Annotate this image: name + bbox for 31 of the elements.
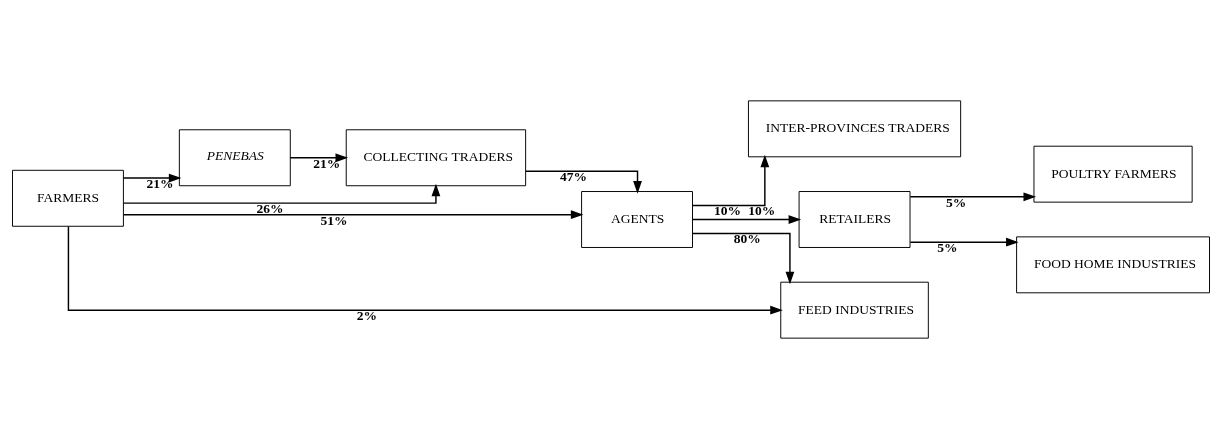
edge-label: 26%	[256, 200, 284, 216]
edge-label: 5%	[937, 240, 958, 256]
node-box: FOOD HOME INDUSTRIES	[1016, 236, 1210, 294]
arrow	[525, 170, 642, 194]
edge-label: 5%	[946, 194, 967, 210]
edge-label: 47%	[559, 169, 587, 185]
edge-label: 80%	[733, 231, 761, 247]
node-box: PENEBAS	[178, 129, 291, 187]
node-box: AGENTS	[581, 191, 693, 248]
edge-label: 21%	[146, 175, 174, 191]
arrow	[909, 192, 1037, 202]
arrow	[122, 210, 584, 220]
node-box: POULTRY FARMERS	[1033, 145, 1193, 203]
edge-label: 10%	[748, 203, 776, 219]
arrow	[692, 215, 802, 224]
arrow	[122, 173, 182, 183]
node-box: FEED INDUSTRIES	[780, 281, 929, 339]
node-box: COLLECTING TRADERS	[345, 129, 527, 187]
arrow	[691, 232, 795, 285]
arrow	[289, 153, 349, 163]
edge-label: 10%	[714, 202, 742, 218]
node-box: INTER-PROVINCES TRADERS	[747, 100, 962, 158]
arrow	[122, 183, 441, 204]
arrow	[909, 237, 1019, 247]
edge-label: 51%	[320, 212, 348, 228]
edge-label: 21%	[313, 155, 341, 171]
arrow	[67, 225, 783, 315]
arrow	[692, 154, 770, 207]
node-box: RETAILERS	[798, 191, 911, 248]
node-box: FARMERS	[12, 169, 124, 227]
edge-label: 2%	[356, 308, 377, 324]
